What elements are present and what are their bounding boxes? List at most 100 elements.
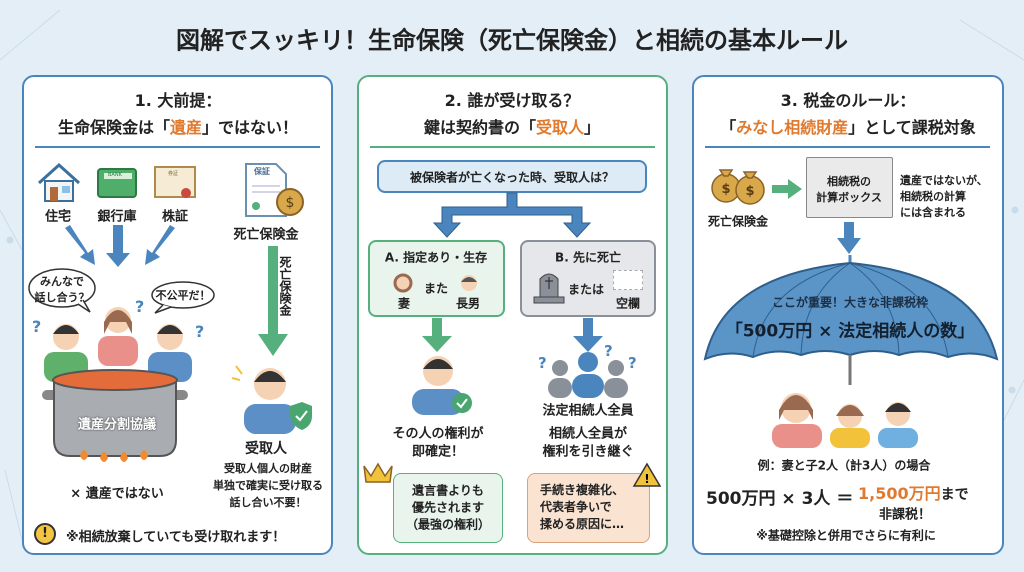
pot-label: 遺産分割協議 <box>77 417 157 433</box>
svg-text:$: $ <box>721 182 730 197</box>
svg-text:?: ? <box>135 297 144 316</box>
gravestone-icon <box>533 273 565 304</box>
stock-certificate-icon <box>154 166 196 198</box>
panel-estate <box>22 75 333 555</box>
calc-box-line1: 相続税の <box>827 175 871 188</box>
blank-field-icon <box>613 270 643 290</box>
bubble-a-line: 優先されます <box>411 500 485 515</box>
case-b-title: B. 先に死亡 <box>555 250 621 265</box>
result-a-line1: その人の権利が <box>392 426 484 442</box>
tax-free-label: 非課税！ <box>878 507 932 523</box>
green-right-arrow <box>772 179 802 199</box>
case-a-son: 長男 <box>455 296 481 311</box>
confirmed-person-illustration <box>412 356 472 415</box>
case-a-box <box>368 240 505 317</box>
umbrella-illustration <box>703 255 999 385</box>
page-title: 図解でスッキリ！生命保険（死亡保険金）と相続の基本ルール <box>176 26 848 55</box>
result-b-line1: 相続人全員が <box>548 426 628 442</box>
case-a-or: また <box>423 281 449 296</box>
heirs-group-illustration: ??? <box>538 342 637 398</box>
svg-text:?: ? <box>32 317 41 336</box>
warning-note: ※相続放棄していても受け取れます！ <box>66 530 286 545</box>
case-b-blank: 空欄 <box>615 296 641 311</box>
svg-text:?: ? <box>538 354 547 372</box>
branch-arrows <box>432 192 592 238</box>
panel3-title-line1: 3. 税金のルール： <box>780 91 916 110</box>
bubble-left-line1: みんなで <box>40 275 84 288</box>
svg-text:!: ! <box>644 472 649 486</box>
blue-arrows-icon <box>65 225 175 267</box>
tax-insurance-label: 死亡保険金 <box>707 214 769 229</box>
calc-note: には含まれる <box>900 206 966 219</box>
calc-box-line2: 計算ボックス <box>816 191 882 204</box>
recipient-label: 受取人 <box>245 441 287 457</box>
family-arguing-illustration: ??? <box>32 297 204 382</box>
green-down-arrow <box>258 246 288 356</box>
svg-text:?: ? <box>195 322 204 341</box>
asset-house: 住宅 <box>44 209 72 225</box>
bubble-left-line2: 話し合う？ <box>34 291 90 304</box>
case-b-or: または <box>567 282 605 297</box>
calc-note: 遺産ではないが、 <box>900 174 988 187</box>
panel1-title-line2: 生命保険金は「遺産」ではない！ <box>57 118 299 137</box>
bubble-a-line: 遺言書よりも <box>412 483 484 498</box>
svg-text:$: $ <box>745 184 754 199</box>
wife-face-icon <box>393 273 413 293</box>
question-text: 被保険者が亡くなった時、受取人は？ <box>409 170 615 185</box>
blue-arrow-b <box>573 318 603 352</box>
money-bags-icon: $$ <box>711 169 765 205</box>
bank-card-label: BANK <box>108 172 122 178</box>
bubble-b-line: 手続き複雑化、 <box>540 483 625 497</box>
insurance-label: 死亡保険金 <box>233 227 299 243</box>
umbrella-heading: ここが重要！大きな非課税枠 <box>771 295 929 310</box>
bubble-b <box>527 473 650 543</box>
recipient-illustration <box>231 365 312 434</box>
speech-bubble-left <box>28 268 96 313</box>
panel2-title-line2: 鍵は契約書の「受取人」 <box>423 118 601 137</box>
divider <box>370 146 655 148</box>
recipient-note: 話し合い不要！ <box>229 496 307 509</box>
speech-bubble-right <box>151 281 215 314</box>
pot-illustration <box>42 369 188 462</box>
house-icon <box>37 162 81 202</box>
bubble-b-line: 揉める原因に… <box>540 517 625 531</box>
not-estate-label: × 遺産ではない <box>70 486 164 502</box>
bubble-b-line: 代表者争いで <box>540 500 612 514</box>
result-b-line2: 権利を引き継ぐ <box>542 444 634 460</box>
result-b-title: 法定相続人全員 <box>542 403 634 419</box>
bankbook-icon <box>97 168 137 198</box>
insurance-document-icon: $ <box>245 163 304 217</box>
umbrella-formula: 「500万円 × 法定相続人の数」 <box>725 321 975 342</box>
question-box <box>377 160 647 193</box>
calc-box <box>806 157 893 218</box>
panel2-title-line1: 2. 誰が受け取る？ <box>444 91 580 110</box>
formula-text: 500万円 × 3人 ＝ <box>706 489 854 509</box>
crown-icon <box>363 462 393 483</box>
footnote: ※基礎控除と併用でさらに有利に <box>756 528 936 543</box>
calc-note: 相続税の計算 <box>900 190 966 203</box>
svg-text:$: $ <box>286 195 295 211</box>
recipient-note: 受取人個人の財産 <box>224 462 312 475</box>
asset-bank: 銀行庫 <box>97 209 137 225</box>
blue-down-arrow <box>837 222 861 254</box>
case-a-title: A. 指定あり・生存 <box>384 250 488 265</box>
bubble-a-line: （最強の権利） <box>405 517 491 532</box>
formula-amount: 1,500万円まで <box>858 484 969 503</box>
result-a-line2: 即確定！ <box>411 444 465 460</box>
panel3-title-line2: 「みなし相続財産」として課税対象 <box>720 118 976 137</box>
divider <box>705 146 990 148</box>
bubble-right-text: 不公平だ！ <box>155 289 211 302</box>
family-illustration <box>772 393 918 448</box>
recipient-note: 単独で確実に受け取る <box>213 479 323 492</box>
son-face-icon <box>461 275 477 291</box>
bubble-a <box>393 473 503 543</box>
panel1-title-line1: 1. 大前提： <box>134 91 222 110</box>
svg-text:?: ? <box>628 354 637 372</box>
example-text: 例：妻と子2人（計3人）の場合 <box>757 458 931 473</box>
asset-stock: 株証 <box>161 209 189 225</box>
green-arrow-a <box>422 318 452 352</box>
divider <box>35 146 320 148</box>
warning-icon: ! <box>34 523 56 545</box>
case-a-wife: 妻 <box>397 296 411 311</box>
